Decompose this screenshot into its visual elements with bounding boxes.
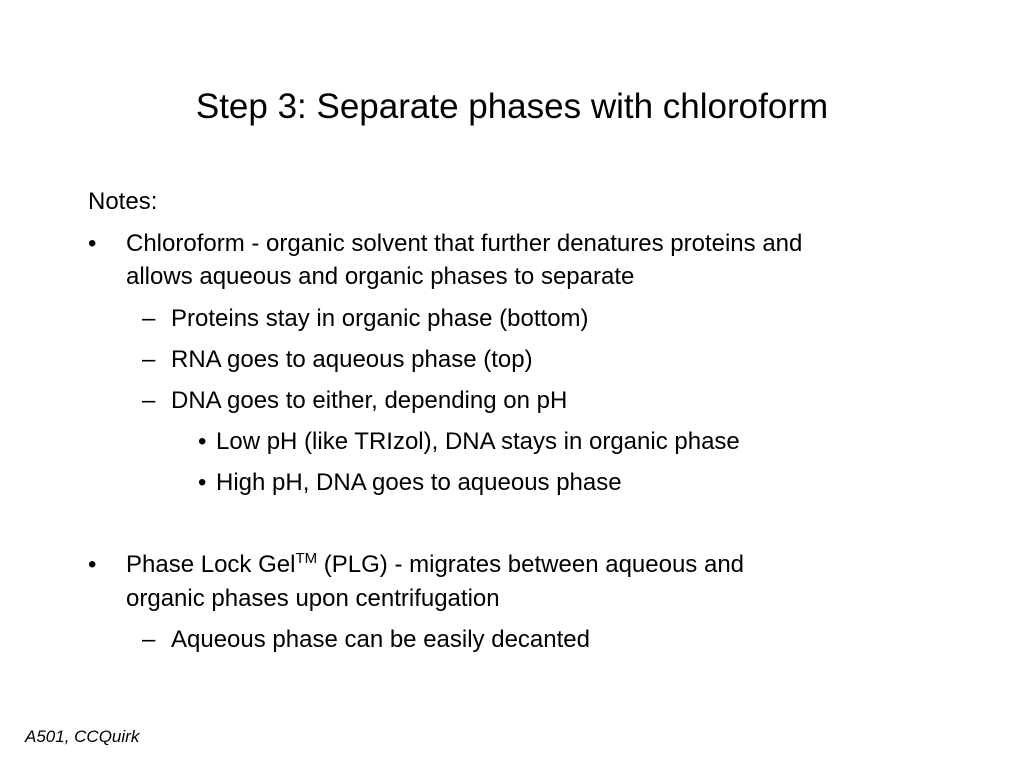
plg-description: (PLG) - migrates between aqueous and xyxy=(317,551,745,578)
dash-marker: – xyxy=(142,626,156,653)
subitem-decant: Aqueous phase can be easily decanted xyxy=(171,626,590,653)
bullet-marker: • xyxy=(88,230,97,257)
dash-marker: – xyxy=(142,305,156,332)
bullet-1-line-2: allows aqueous and organic phases to sep… xyxy=(126,263,635,290)
subsubitem-high-ph: High pH, DNA goes to aqueous phase xyxy=(216,469,622,496)
slide-footer: A501, CCQuirk xyxy=(25,727,140,746)
bullet-marker: • xyxy=(198,469,207,496)
subitem-dna: DNA goes to either, depending on pH xyxy=(171,387,568,414)
subitem-proteins: Proteins stay in organic phase (bottom) xyxy=(171,305,589,332)
slide-title: Step 3: Separate phases with chloroform xyxy=(195,87,829,126)
dash-marker: – xyxy=(142,346,156,373)
plg-name: Phase Lock Gel xyxy=(126,551,296,578)
bullet-2-line-1: Phase Lock GelTM (PLG) - migrates betwee… xyxy=(126,550,744,580)
subitem-rna: RNA goes to aqueous phase (top) xyxy=(171,346,533,373)
dash-marker: – xyxy=(142,387,156,414)
bullet-marker: • xyxy=(198,428,207,455)
notes-label: Notes: xyxy=(88,188,158,215)
bullet-2-line-2: organic phases upon centrifugation xyxy=(126,585,500,612)
bullet-1-line-1: Chloroform - organic solvent that furthe… xyxy=(126,230,803,257)
trademark-sup: TM xyxy=(295,550,318,567)
subsubitem-low-ph: Low pH (like TRIzol), DNA stays in organ… xyxy=(216,428,740,455)
bullet-marker: • xyxy=(88,551,97,578)
